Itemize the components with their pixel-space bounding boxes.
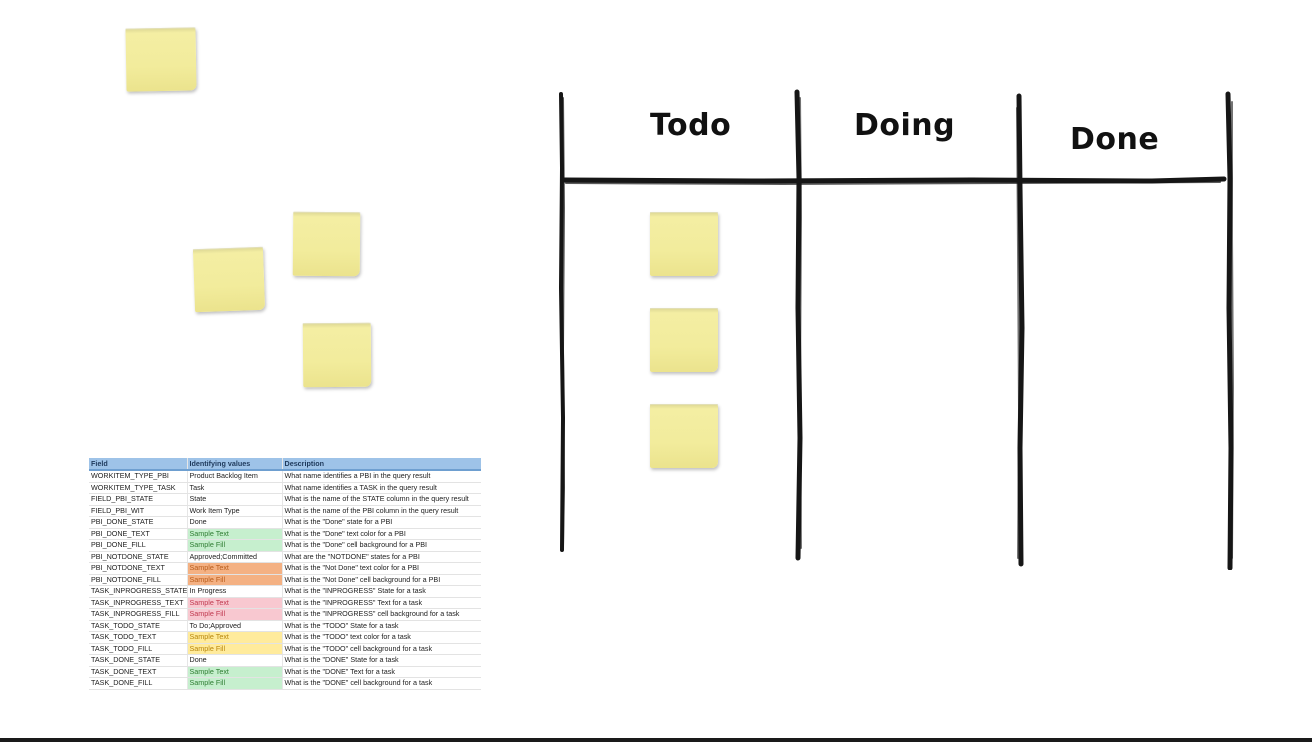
header-field: Field (89, 458, 187, 471)
description-cell: What is the name of the PBI column in th… (281, 505, 481, 517)
description-cell: What is the "TODO" State for a task (281, 620, 481, 632)
sticky-note[interactable] (302, 322, 372, 388)
description-cell: What is the "DONE" State for a task (281, 654, 481, 667)
field-cell: FIELD_PBI_STATE (89, 493, 187, 506)
value-cell: Done (186, 516, 282, 529)
description-cell: What are the "NOTDONE" states for a PBI (281, 551, 481, 563)
value-cell: To Do;Approved (186, 620, 282, 632)
sticky-note[interactable] (125, 27, 197, 92)
description-cell: What is the "Done" state for a PBI (281, 516, 481, 529)
field-cell: PBI_NOTDONE_STATE (89, 551, 187, 563)
value-cell: Sample Fill (186, 608, 282, 621)
field-cell: FIELD_PBI_WIT (89, 505, 187, 517)
todo-sticky-note[interactable] (650, 404, 718, 468)
value-cell: Sample Fill (186, 574, 282, 586)
description-cell: What is the "DONE" cell background for a… (281, 677, 481, 690)
field-cell: TASK_DONE_STATE (89, 654, 187, 667)
description-cell: What is the "DONE" Text for a task (281, 666, 481, 678)
field-cell: TASK_DONE_TEXT (89, 666, 187, 678)
field-cell: TASK_INPROGRESS_FILL (89, 608, 187, 621)
value-cell: Sample Fill (186, 539, 282, 552)
description-cell: What is the "TODO" cell background for a… (281, 643, 481, 655)
description-cell: What is the "Not Done" text color for a … (281, 562, 481, 575)
field-cell: PBI_NOTDONE_FILL (89, 574, 187, 586)
field-cell: TASK_DONE_FILL (89, 677, 187, 690)
kanban-board: Todo Doing Done (552, 88, 1242, 570)
value-cell: Task (186, 482, 282, 494)
description-cell: What is the "TODO" text color for a task (281, 631, 481, 644)
field-cell: TASK_INPROGRESS_STATE (89, 585, 187, 598)
value-cell: Work Item Type (186, 505, 282, 517)
field-cell: PBI_DONE_TEXT (89, 528, 187, 540)
header-description: Description (281, 458, 481, 471)
field-cell: PBI_DONE_FILL (89, 539, 187, 552)
field-cell: WORKITEM_TYPE_TASK (89, 482, 187, 494)
value-cell: State (186, 493, 282, 506)
description-cell: What name identifies a PBI in the query … (281, 470, 481, 483)
description-cell: What is the "INPROGRESS" cell background… (281, 608, 481, 621)
sticky-note[interactable] (192, 246, 266, 313)
value-cell: Sample Text (186, 666, 282, 678)
footer-divider (0, 738, 1312, 742)
config-table: Field Identifying values Description WOR… (89, 458, 481, 690)
field-cell: TASK_INPROGRESS_TEXT (89, 597, 187, 609)
field-cell: TASK_TODO_FILL (89, 643, 187, 655)
value-cell: Product Backlog Item (186, 470, 282, 483)
value-cell: Approved;Committed (186, 551, 282, 563)
description-cell: What is the "Done" text color for a PBI (281, 528, 481, 540)
header-identifying-values: Identifying values (186, 458, 282, 471)
column-title-todo: Todo (650, 108, 732, 143)
field-cell: TASK_TODO_TEXT (89, 631, 187, 644)
board-lines (558, 89, 1235, 570)
field-cell: WORKITEM_TYPE_PBI (89, 470, 187, 483)
value-cell: Sample Text (186, 597, 282, 609)
value-cell: Sample Text (186, 562, 282, 575)
sticky-note[interactable] (292, 211, 361, 277)
description-cell: What is the name of the STATE column in … (281, 493, 481, 506)
todo-sticky-note[interactable] (650, 308, 718, 372)
table-header-row: Field Identifying values Description (89, 458, 481, 471)
value-cell: Done (186, 654, 282, 667)
value-cell: In Progress (186, 585, 282, 598)
todo-sticky-note[interactable] (650, 212, 718, 276)
field-cell: TASK_TODO_STATE (89, 620, 187, 632)
value-cell: Sample Text (186, 631, 282, 644)
description-cell: What is the "Not Done" cell background f… (281, 574, 481, 586)
value-cell: Sample Fill (186, 677, 282, 690)
field-cell: PBI_NOTDONE_TEXT (89, 562, 187, 575)
description-cell: What is the "INPROGRESS" Text for a task (281, 597, 481, 609)
description-cell: What name identifies a TASK in the query… (281, 482, 481, 494)
description-cell: What is the "INPROGRESS" State for a tas… (281, 585, 481, 598)
column-title-doing: Doing (854, 108, 956, 143)
field-cell: PBI_DONE_STATE (89, 516, 187, 529)
value-cell: Sample Fill (186, 643, 282, 655)
description-cell: What is the "Done" cell background for a… (281, 539, 481, 552)
value-cell: Sample Text (186, 528, 282, 540)
column-title-done: Done (1070, 122, 1160, 157)
